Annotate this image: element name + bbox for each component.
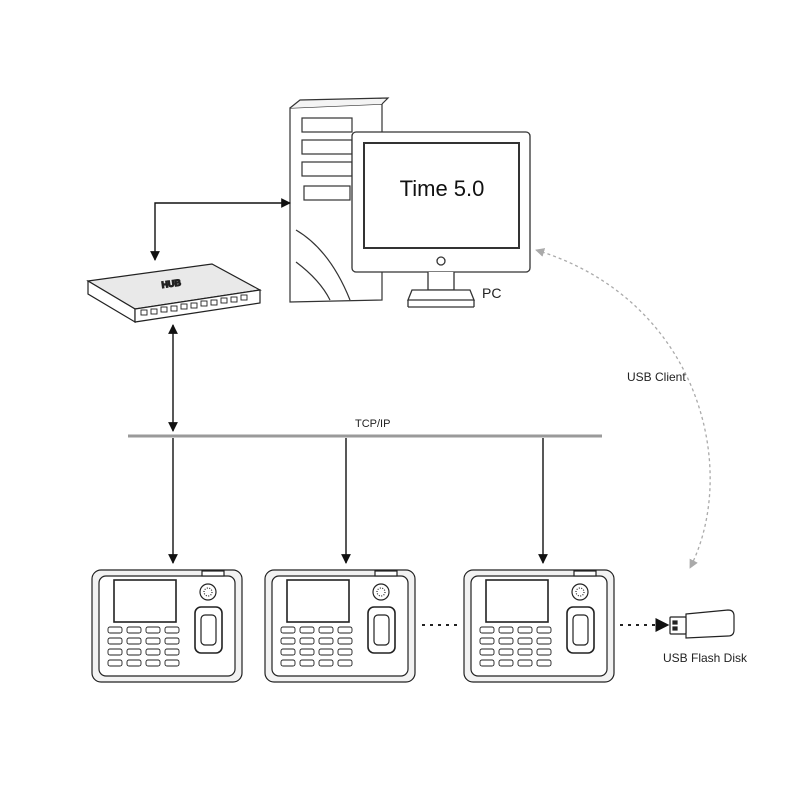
usb-client-label: USB Client [627,370,686,384]
pc-monitor-icon [351,131,531,308]
hub-pc-connector [150,198,291,261]
pc-label: PC [482,285,502,301]
usb-flash-disk-label: USB Flash Disk [663,651,748,665]
hub-label: HUB [161,277,182,290]
tcpip-label: TCP/IP [355,418,391,430]
usb-flash-disk-icon [669,609,735,639]
terminal-1-icon [91,569,243,683]
pc-screen-text: Time 5.0 [399,176,485,201]
usb-client-link [535,248,711,569]
hub-icon: HUB [86,263,262,324]
terminal-3-icon [463,569,615,683]
terminal-2-icon [264,569,416,683]
